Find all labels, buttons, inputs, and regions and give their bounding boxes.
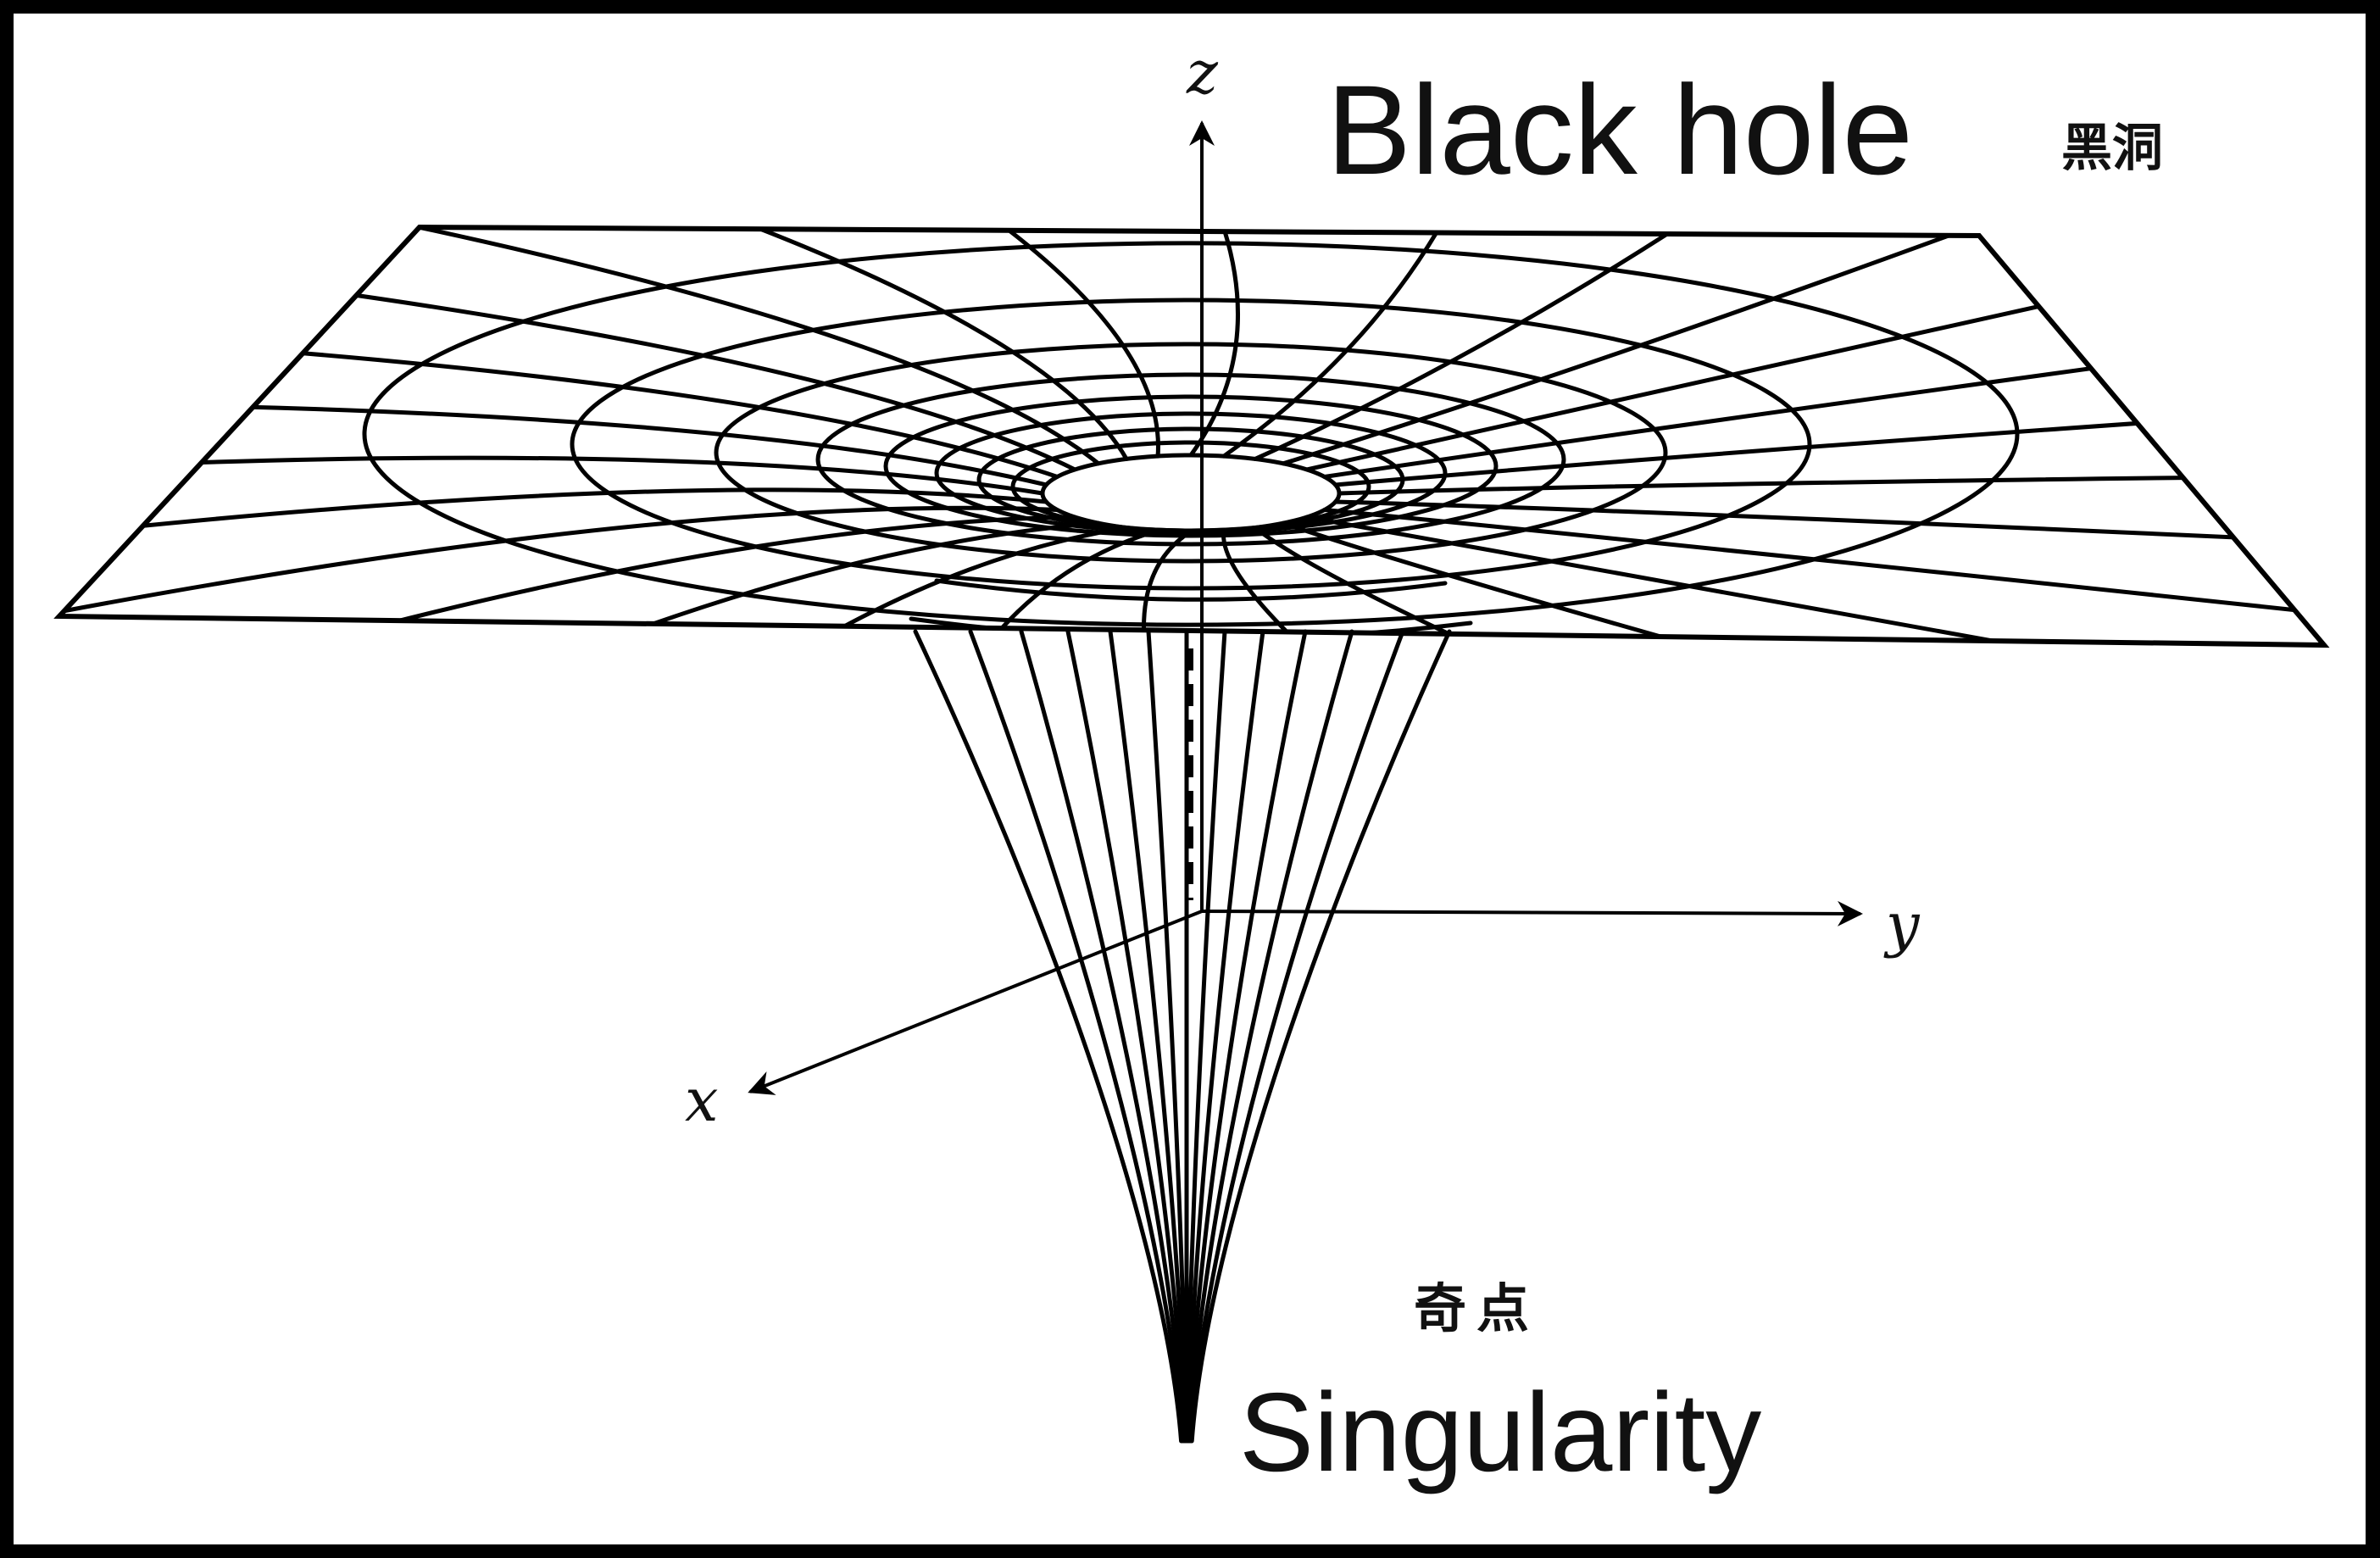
spacetime-plane-outline [53, 224, 2330, 648]
funnel-line [968, 629, 1185, 1444]
funnel-line [1189, 629, 1452, 1444]
title-label-zh: 黑洞 [2061, 119, 2163, 178]
grid-spoke [1333, 400, 2324, 487]
gravity-well-funnel [913, 629, 1452, 1444]
grid-ring [570, 298, 1812, 591]
funnel-line [1108, 629, 1187, 1444]
grid-spoke [1281, 520, 1986, 645]
funnel-line [1019, 629, 1186, 1444]
funnel-line [1185, 629, 1227, 1444]
grid-spoke [905, 528, 1160, 645]
z-axis-label: z [1186, 38, 1219, 108]
grid-spoke [1322, 508, 2324, 617]
grid-spoke [1221, 227, 1476, 459]
x-axis [748, 910, 1203, 1095]
funnel-line [1186, 629, 1265, 1444]
grid-spoke [194, 271, 1077, 472]
singularity-label: Singularity [1239, 1370, 1761, 1494]
grid-spoke [396, 227, 1101, 466]
grid-spoke [1221, 528, 1476, 645]
spacetime-grid [59, 227, 2324, 645]
grid-spoke [1281, 227, 1986, 466]
grid-spoke [396, 520, 1101, 645]
funnel-line [1187, 629, 1308, 1444]
funnel-line [1065, 629, 1187, 1444]
grid-spoke [637, 526, 1129, 645]
funnel-line [1146, 629, 1188, 1444]
singularity-label-zh: 奇点 [1414, 1277, 1539, 1339]
grid-spoke [637, 227, 1129, 461]
well-rim [934, 578, 1448, 602]
grid-ring [883, 394, 1499, 538]
grid-ring [362, 241, 2020, 627]
grid-spoke [905, 227, 1160, 459]
grid-spoke [1304, 271, 2188, 472]
coordinate-axes: z y x [685, 38, 1921, 1135]
grid-spoke [1253, 526, 1745, 645]
grid-spoke [59, 487, 1048, 549]
grid-spoke [1142, 529, 1193, 645]
grid-spoke [1253, 227, 1745, 461]
grid-ring [714, 342, 1668, 564]
grid-ring [1040, 453, 1342, 534]
grid-ring [934, 411, 1448, 535]
grid-spoke [1337, 472, 2324, 496]
funnel-line [913, 629, 1184, 1444]
y-axis [1201, 900, 1863, 926]
x-axis-label: x [685, 1066, 718, 1135]
funnel-line [1187, 629, 1354, 1444]
grid-spoke [194, 515, 1077, 645]
y-axis-label: y [1883, 890, 1921, 960]
grid-spoke [1333, 499, 2324, 549]
title-label: Black hole [1326, 58, 1913, 201]
funnel-line [1188, 629, 1405, 1444]
grid-ring [815, 372, 1566, 547]
grid-spoke [59, 505, 1059, 617]
grid-spoke [1188, 227, 1240, 458]
